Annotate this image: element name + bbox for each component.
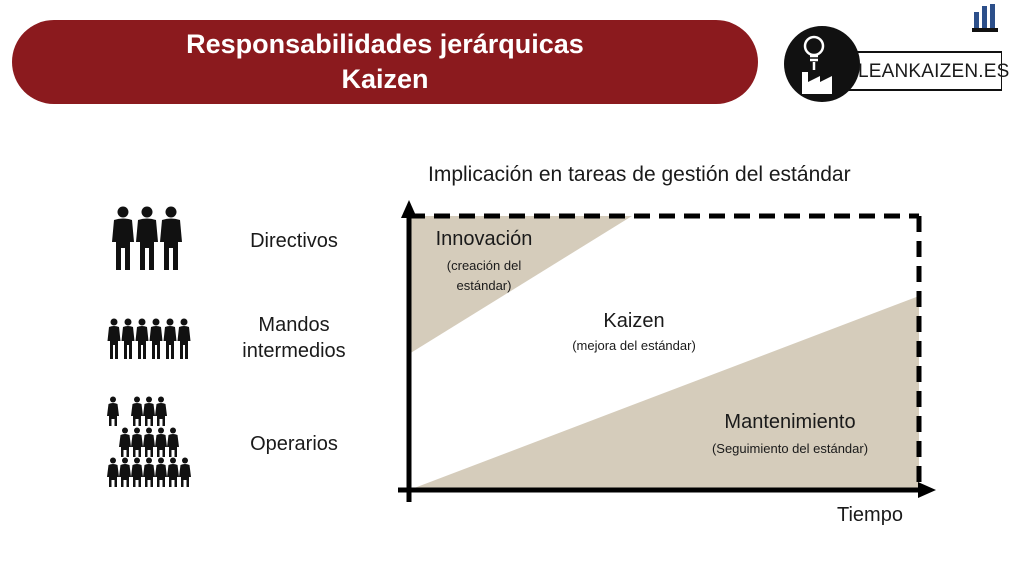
level-label-operarios: Operarios (250, 433, 338, 455)
page-title-line2: Kaizen (341, 64, 429, 94)
mantenimiento-subtitle: (Seguimiento del estándar) (711, 441, 869, 456)
chart-bars-icon (972, 4, 998, 32)
innovacion-zone (409, 216, 632, 354)
x-axis-arrow (918, 482, 936, 498)
people-pyramid-icon (107, 396, 191, 487)
kaizen-title: Kaizen (603, 310, 665, 332)
factory-icon (802, 72, 832, 94)
innovacion-title: Innovación (435, 228, 533, 250)
page-title-line1: Responsabilidades jerárquicas (186, 29, 584, 59)
level-label-mandos-intermedios: Mandos intermedios (242, 314, 346, 362)
mantenimiento-zone (409, 296, 919, 490)
diagram-title: Implicación en tareas de gestión del est… (428, 163, 851, 186)
six-people-icon (107, 318, 191, 359)
logo-text: LEANKAIZEN.ES (858, 61, 1010, 82)
y-axis-arrow (401, 200, 417, 218)
level-label-directivos: Directivos (250, 230, 338, 252)
responsibility-diagram (398, 200, 936, 502)
mantenimiento-title: Mantenimiento (724, 411, 856, 433)
innovacion-subtitle: (creación del estándar) (446, 258, 522, 293)
x-axis-label: Tiempo (837, 504, 903, 526)
title-banner: Responsabilidades jerárquicas Kaizen (12, 20, 758, 104)
kaizen-subtitle: (mejora del estándar) (572, 338, 696, 353)
three-people-icon (112, 206, 182, 270)
leankaizen-logo (784, 4, 1002, 102)
lightbulb-icon (803, 35, 825, 70)
